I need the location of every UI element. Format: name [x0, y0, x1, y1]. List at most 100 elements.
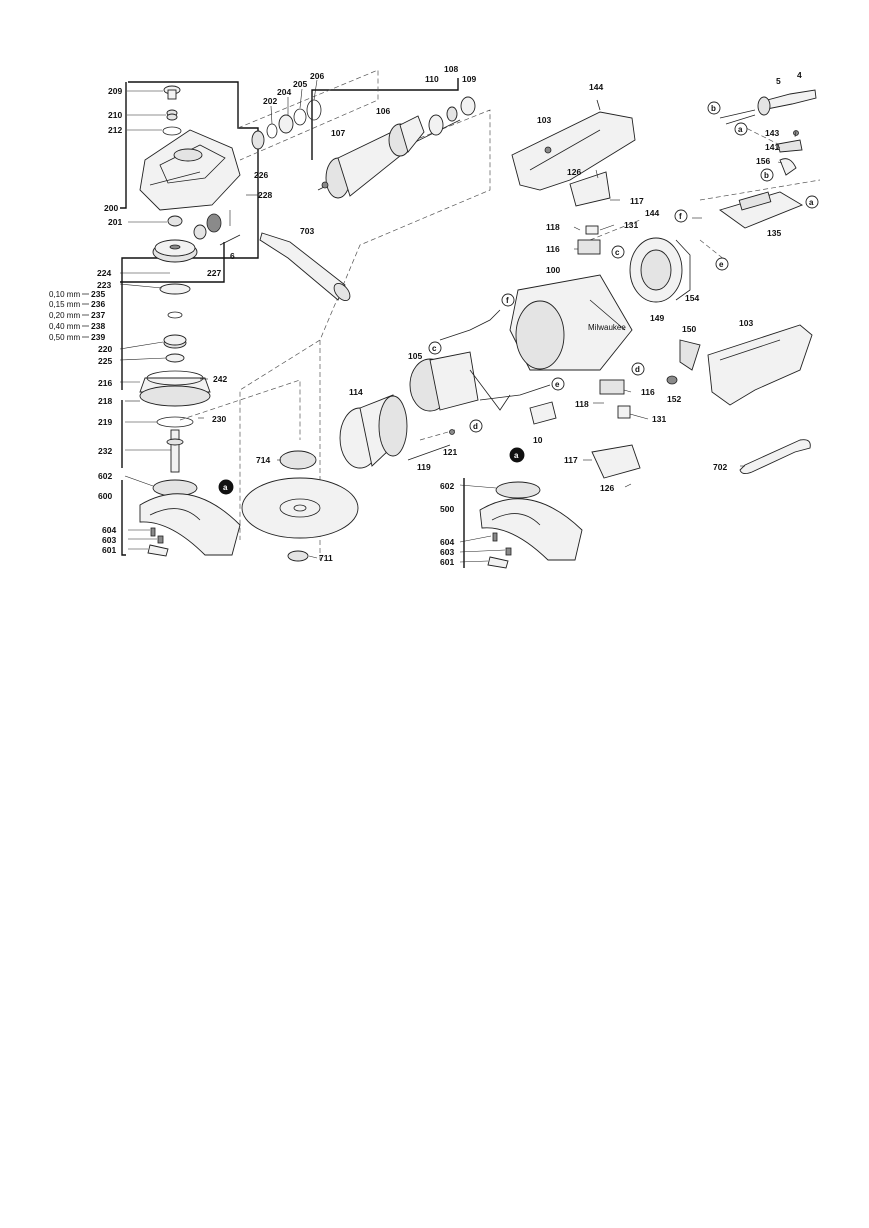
wire-harness-2: [479, 384, 551, 401]
callout-b-top: b: [707, 101, 721, 115]
label-602-left: 602: [98, 471, 112, 481]
label-154: 154: [685, 293, 699, 303]
part-500-guard-right: [479, 481, 583, 569]
label-236: 236: [91, 299, 105, 309]
label-150: 150: [682, 324, 696, 334]
label-232: 232: [98, 446, 112, 456]
label-603-right: 603: [440, 547, 454, 557]
label-103-bottom: 103: [739, 318, 753, 328]
label-103-top: 103: [537, 115, 551, 125]
part-141-clamp: [777, 139, 803, 153]
label-225: 225: [98, 356, 112, 366]
svg-text:c: c: [432, 344, 437, 353]
label-212: 212: [108, 125, 122, 135]
label-144-top: 144: [589, 82, 603, 92]
label-204: 204: [277, 87, 291, 97]
part-232-spindle: [166, 429, 184, 473]
label-216: 216: [98, 378, 112, 388]
size-015: 0,15 mm: [49, 300, 80, 309]
part-number-labels: 209 210 212 200 201 202 204 205 206 106 …: [91, 64, 802, 567]
svg-text:e: e: [555, 380, 560, 389]
part-150-lever: [679, 339, 701, 371]
part-201-bushing: [167, 215, 183, 227]
part-103-housing-top: [511, 111, 636, 191]
label-218: 218: [98, 396, 112, 406]
assembly-brackets: [120, 78, 465, 568]
part-220-bearing: [163, 334, 187, 349]
label-601-left: 601: [102, 545, 116, 555]
svg-text:d: d: [635, 365, 640, 374]
label-126-bottom: 126: [600, 483, 614, 493]
label-121: 121: [443, 447, 457, 457]
callout-a-top: a: [734, 122, 748, 136]
label-126-top: 126: [567, 167, 581, 177]
label-105: 105: [408, 351, 422, 361]
part-bevel-gear: [152, 239, 198, 263]
parts-108-110-bearings: [428, 96, 476, 136]
svg-text:a: a: [223, 483, 228, 492]
label-116-bottom: 116: [641, 387, 655, 397]
label-202: 202: [263, 96, 277, 106]
svg-text:e: e: [719, 260, 724, 269]
label-109: 109: [462, 74, 476, 84]
label-119: 119: [417, 462, 431, 472]
shim-size-labels: 0,10 mm 0,15 mm 0,20 mm 0,40 mm 0,50 mm: [49, 290, 89, 342]
callout-a-filled-left: a: [218, 479, 234, 495]
part-10-pad: [529, 401, 557, 425]
part-100-motor-housing: Milwaukee: [509, 274, 633, 371]
label-206: 206: [310, 71, 324, 81]
svg-text:c: c: [615, 248, 620, 257]
wires-b-a: [719, 109, 756, 125]
label-118-bottom: 118: [575, 399, 589, 409]
label-209: 209: [108, 86, 122, 96]
svg-text:a: a: [809, 198, 814, 207]
label-702: 702: [713, 462, 727, 472]
part-4-5-cable: [757, 89, 817, 116]
part-105-field: [409, 351, 511, 412]
label-703: 703: [300, 226, 314, 236]
part-226-pinion: [193, 213, 222, 240]
callout-c-mid: c: [428, 341, 442, 355]
label-223: 223: [97, 280, 111, 290]
svg-text:a: a: [514, 451, 519, 460]
label-602-right: 602: [440, 481, 454, 491]
label-135: 135: [767, 228, 781, 238]
label-226: 226: [254, 170, 268, 180]
label-149: 149: [650, 313, 664, 323]
label-603-left: 603: [102, 535, 116, 545]
svg-text:b: b: [711, 104, 716, 113]
size-020: 0,20 mm: [49, 311, 80, 320]
callout-d-low: d: [469, 419, 483, 433]
label-143: 143: [765, 128, 779, 138]
label-110: 110: [425, 74, 439, 84]
parts-202-206-bearings: [251, 99, 322, 150]
label-117-top: 117: [630, 196, 644, 206]
part-219-oring: [156, 416, 194, 428]
label-201: 201: [108, 217, 122, 227]
label-144-mid: 144: [645, 208, 659, 218]
callout-f-mid: f: [501, 293, 515, 307]
label-235: 235: [91, 289, 105, 299]
label-200: 200: [104, 203, 118, 213]
label-107: 107: [331, 128, 345, 138]
label-210: 210: [108, 110, 122, 120]
callout-e-top: e: [715, 257, 729, 271]
part-117-cover-2: [591, 444, 641, 479]
callout-b-mid: b: [760, 168, 774, 182]
label-5: 5: [776, 76, 781, 86]
label-227: 227: [207, 268, 221, 278]
callout-a-filled-right: a: [509, 447, 525, 463]
callout-f-top: f: [674, 209, 688, 223]
part-714-flange: [279, 450, 317, 470]
svg-text:d: d: [473, 422, 478, 431]
callout-c-top: c: [611, 245, 625, 259]
part-210-spring: [166, 109, 178, 121]
label-108: 108: [444, 64, 458, 74]
part-152-spring: [666, 375, 678, 385]
label-116-top: 116: [546, 244, 560, 254]
svg-text:f: f: [679, 212, 682, 221]
label-6: 6: [230, 251, 235, 261]
svg-text:a: a: [738, 125, 743, 134]
label-100: 100: [546, 265, 560, 275]
label-604-right: 604: [440, 537, 454, 547]
